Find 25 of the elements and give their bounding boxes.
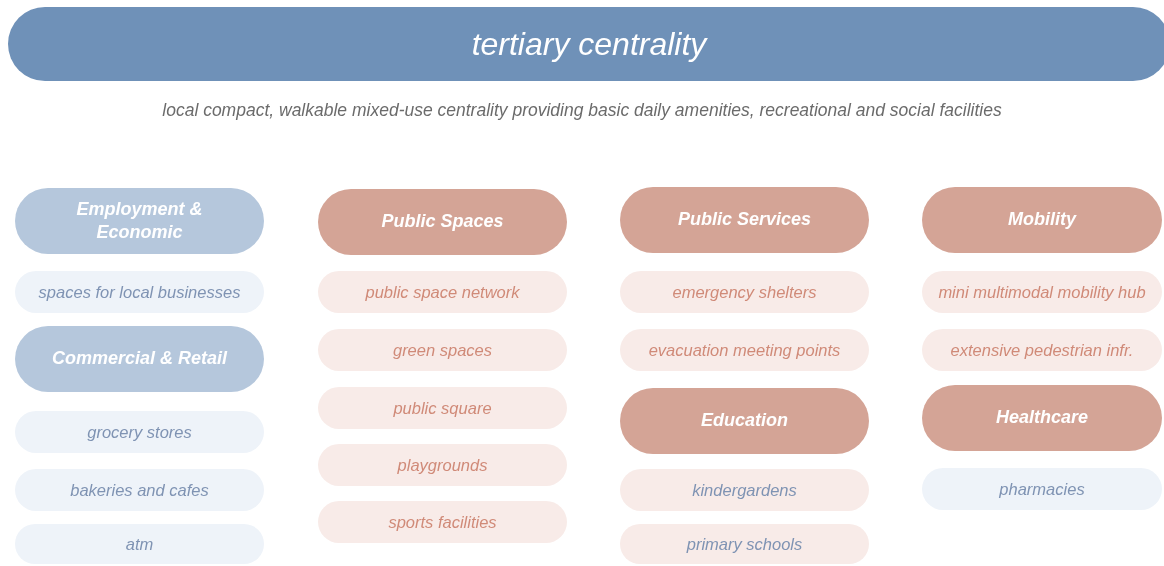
item-label: sports facilities xyxy=(388,512,497,532)
item-label: grocery stores xyxy=(87,422,192,442)
item-label: emergency shelters xyxy=(672,282,817,302)
subtitle: local compact, walkable mixed-use centrality providing basic daily amenities, recreational and social facilities xyxy=(161,100,1003,121)
item-label: green spaces xyxy=(392,340,493,360)
category-label: Education xyxy=(701,409,788,433)
category-label: Public Spaces xyxy=(381,210,504,234)
item-label: spaces for local businesses xyxy=(38,282,241,302)
item-label: evacuation meeting points xyxy=(648,340,841,360)
title: tertiary centrality xyxy=(471,25,707,63)
item-label: mini multimodal mobility hub xyxy=(938,282,1146,302)
item-label: pharmacies xyxy=(999,479,1085,499)
item-label: public space network xyxy=(365,282,520,302)
item-label: atm xyxy=(125,534,154,554)
item-label: primary schools xyxy=(686,534,803,554)
item-label: kindergardens xyxy=(692,480,797,500)
item-label: playgrounds xyxy=(397,455,488,475)
item-label: extensive pedestrian infr. xyxy=(950,340,1134,360)
category-label: Mobility xyxy=(1008,208,1076,232)
category-label: Employment & Economic xyxy=(75,197,204,244)
category-label: Healthcare xyxy=(995,406,1089,430)
category-label: Commercial & Retail xyxy=(51,347,228,371)
category-label: Public Services xyxy=(677,208,812,232)
item-label: bakeries and cafes xyxy=(70,480,209,500)
item-label: public square xyxy=(393,398,492,418)
